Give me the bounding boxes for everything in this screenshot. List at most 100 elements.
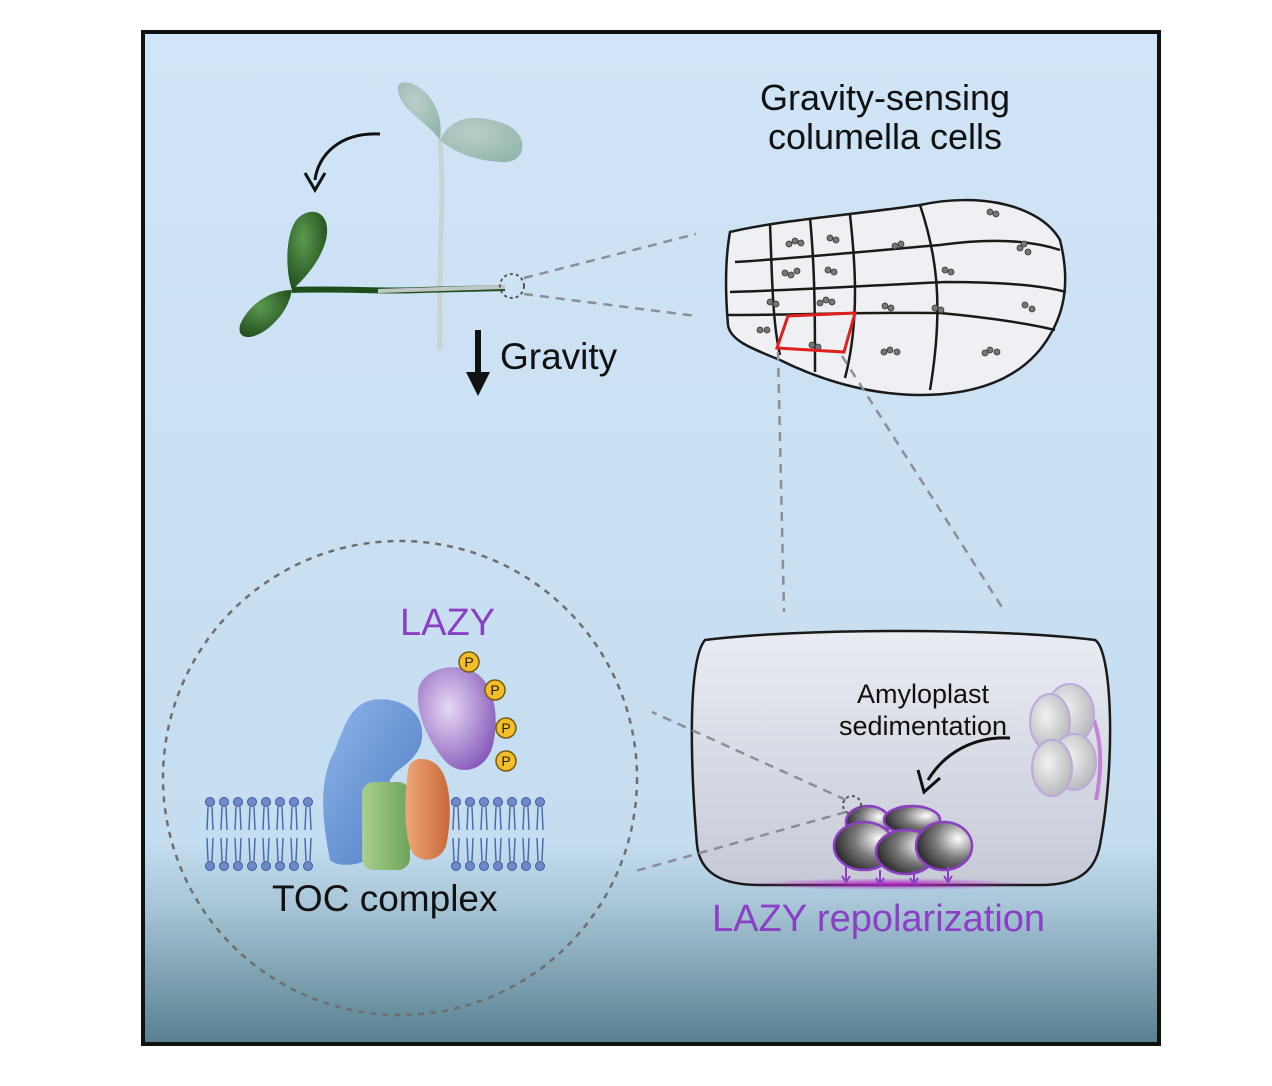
lipid-tail <box>276 806 284 831</box>
lipid-head <box>493 861 503 871</box>
lipid-head <box>275 797 285 807</box>
amyloplast-line-2: sedimentation <box>838 711 1008 741</box>
lipid-tail <box>262 837 270 862</box>
lipid-tail <box>220 837 228 862</box>
lipid-head <box>261 861 271 871</box>
lipid-tail <box>290 806 298 831</box>
lipid-head <box>507 861 517 871</box>
lipid-head <box>261 797 271 807</box>
membrane-detail-circle <box>161 539 639 1017</box>
lipid-tail <box>494 806 502 831</box>
lipid-head <box>219 797 229 807</box>
lipid-tail <box>220 806 228 831</box>
lipid-head <box>247 797 257 807</box>
lipid-tail <box>304 837 312 862</box>
lipid-tail <box>480 837 488 862</box>
lipid-tail <box>262 806 270 831</box>
lipid-head <box>451 861 461 871</box>
lipid-head <box>535 861 545 871</box>
lipid-tail <box>248 837 256 862</box>
lipid-head <box>275 861 285 871</box>
lipid-head <box>493 797 503 807</box>
lipid-tail <box>206 837 214 862</box>
lipid-tail <box>206 806 214 831</box>
lipid-tail <box>466 806 474 831</box>
lipid-tail <box>234 837 242 862</box>
phospho-badge <box>484 679 506 701</box>
seedling-rotated <box>239 211 525 338</box>
membrane-detail-marker <box>842 795 862 815</box>
root-tip-marker <box>499 273 525 299</box>
lazy-protein <box>417 667 496 771</box>
phospho-badge <box>495 750 517 772</box>
zoom-lines-cell <box>776 351 1007 613</box>
phospho-badge <box>495 717 517 739</box>
toc-complex-label: TOC complex <box>272 878 498 919</box>
lipid-tail <box>466 837 474 862</box>
phospho-badge <box>458 651 480 673</box>
lipid-tail <box>304 806 312 831</box>
lazy-repolarization-label: LAZY repolarization <box>712 898 1046 940</box>
lipid-tail <box>452 837 460 862</box>
lipid-tail <box>522 806 530 831</box>
gravity-label: Gravity <box>500 336 618 377</box>
phospho-label: P <box>501 720 510 736</box>
lipid-head <box>303 797 313 807</box>
zoom-lines-membrane <box>631 710 847 874</box>
lipid-tail <box>234 806 242 831</box>
lipid-tail <box>536 837 544 862</box>
curved-arrow-icon <box>303 132 381 193</box>
amyloplast-line-1: Amyloplast <box>856 679 990 709</box>
lazy-signal-arrows <box>841 866 953 886</box>
lipid-tail <box>508 837 516 862</box>
lipid-head <box>289 797 299 807</box>
sedimented-amyloplasts <box>832 804 974 876</box>
phospho-label: P <box>490 682 499 698</box>
lipid-tail <box>248 806 256 831</box>
lazy-label: LAZY <box>400 602 496 644</box>
lipid-tail <box>452 806 460 831</box>
selected-cell-highlight <box>774 311 858 354</box>
lipid-head <box>465 861 475 871</box>
lipid-tail <box>522 837 530 862</box>
lipid-tail <box>508 806 516 831</box>
zoom-lines-root <box>523 232 697 318</box>
lipid-tail <box>276 837 284 862</box>
toc-orange-protein <box>405 758 450 860</box>
lipid-head <box>521 797 531 807</box>
toc-green-protein <box>362 782 410 870</box>
toc-complex-proteins <box>323 667 496 870</box>
lipid-head <box>289 861 299 871</box>
lipid-head <box>535 797 545 807</box>
phospho-label: P <box>464 654 473 670</box>
statoliths <box>756 208 1036 357</box>
lipid-head <box>205 797 215 807</box>
lipid-head <box>247 861 257 871</box>
lipid-head <box>233 797 243 807</box>
sedimentation-arrow-icon <box>916 736 1011 795</box>
columella-cells-title: Gravity-sensing columella cells <box>700 78 1070 156</box>
lipid-tail <box>290 837 298 862</box>
title-line-2: columella cells <box>767 116 1003 157</box>
lipid-head <box>303 861 313 871</box>
lipid-head <box>205 861 215 871</box>
lipid-head <box>465 797 475 807</box>
amyloplast-sedimentation-label: Amyloplast sedimentation <box>818 678 1028 742</box>
lipid-head <box>507 797 517 807</box>
lipid-head <box>233 861 243 871</box>
seedling-upright-faint <box>397 82 523 351</box>
columella-cell <box>690 629 1112 890</box>
amyloplast-icon <box>1029 683 1097 797</box>
lipid-head <box>479 797 489 807</box>
lipid-head <box>479 861 489 871</box>
down-arrow-icon <box>466 330 490 396</box>
lipid-tail <box>480 806 488 831</box>
title-line-1: Gravity-sensing <box>759 77 1011 118</box>
toc-blue-protein <box>323 699 423 865</box>
lipid-tail <box>536 806 544 831</box>
lipid-tail <box>494 837 502 862</box>
lipid-head <box>521 861 531 871</box>
lipid-head <box>219 861 229 871</box>
